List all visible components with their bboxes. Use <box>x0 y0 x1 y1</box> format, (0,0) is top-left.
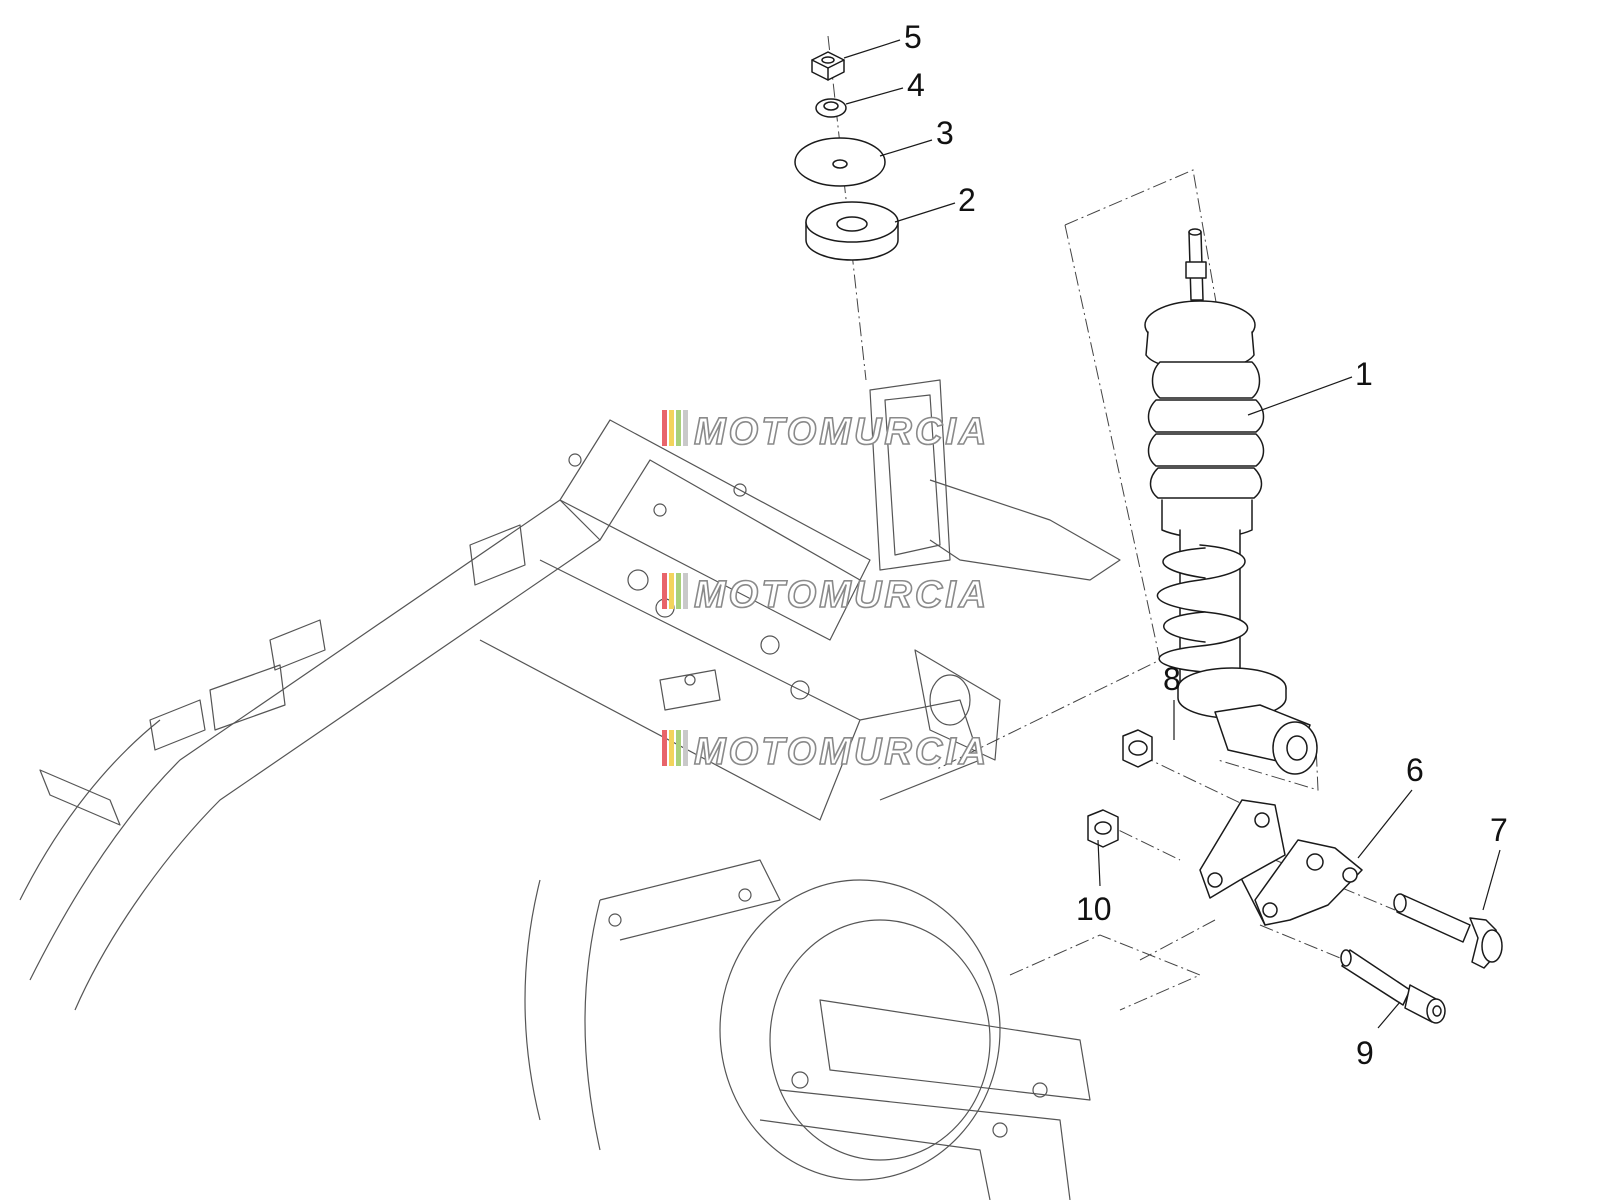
watermark-stripe <box>669 730 674 766</box>
watermark-logo: MOTOMURCIA <box>662 730 989 774</box>
part-7-flange-bolt <box>1393 893 1503 969</box>
watermark-text: MOTOMURCIA <box>694 574 989 616</box>
shock-spring <box>1156 544 1249 673</box>
part-3-flat-washer <box>794 137 886 187</box>
watermark-stripe <box>662 730 667 766</box>
part-10-nut <box>1087 809 1119 848</box>
part-5-nut <box>811 51 845 81</box>
leader-lines <box>843 39 1501 1029</box>
callout-3: 3 <box>936 115 954 151</box>
shock-bellows <box>1147 361 1265 539</box>
watermark-stripe <box>662 573 667 609</box>
callout-numbers: 1 2 3 4 5 6 7 8 9 10 <box>904 19 1508 1071</box>
watermark-stripe <box>676 573 681 609</box>
callout-2: 2 <box>958 182 976 218</box>
watermark-stripe <box>683 573 688 609</box>
callout-9: 9 <box>1356 1035 1374 1071</box>
part-1-shock-absorber <box>1144 228 1318 775</box>
watermark-group: MOTOMURCIA MOTOMURCIA MOTOMURCIA <box>662 410 989 774</box>
scooter-frame <box>19 379 1121 1200</box>
part-2-rubber-bushing <box>805 201 899 261</box>
callout-5: 5 <box>904 19 922 55</box>
callout-10: 10 <box>1076 891 1112 927</box>
watermark-stripe <box>676 410 681 446</box>
watermark-stripe <box>669 573 674 609</box>
watermark-logo: MOTOMURCIA <box>662 410 989 454</box>
callout-1: 1 <box>1355 356 1373 392</box>
callout-7: 7 <box>1490 812 1508 848</box>
watermark-stripe <box>676 730 681 766</box>
part-9-socket-head-bolt <box>1340 949 1446 1024</box>
part-8-nut <box>1122 729 1153 768</box>
watermark-stripe <box>683 410 688 446</box>
callout-6: 6 <box>1406 752 1424 788</box>
watermark-text: MOTOMURCIA <box>694 731 989 773</box>
part-6-mounting-bracket <box>1199 799 1363 926</box>
callout-4: 4 <box>907 67 925 103</box>
callout-8: 8 <box>1163 661 1181 697</box>
watermark-stripe <box>662 410 667 446</box>
watermark-text: MOTOMURCIA <box>694 411 989 453</box>
watermark-stripe <box>683 730 688 766</box>
watermark-logo: MOTOMURCIA <box>662 573 989 617</box>
part-4-lock-washer <box>815 98 847 118</box>
watermark-stripe <box>669 410 674 446</box>
